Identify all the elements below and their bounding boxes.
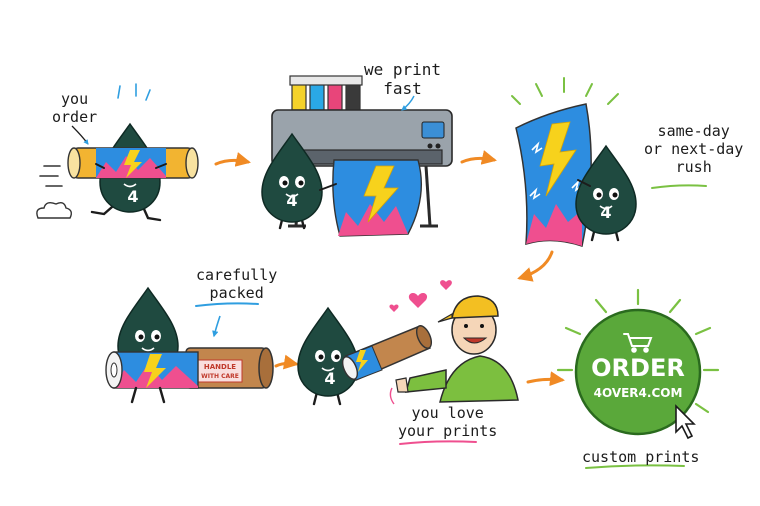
step-pack (105, 287, 274, 404)
hearts (389, 280, 452, 312)
arrow-love-to-order (526, 371, 565, 387)
rush-rays (511, 77, 619, 105)
step-rush: 4 (511, 77, 707, 247)
arrow-rush-to-pack (517, 250, 554, 282)
caption-rush: same-day or next-day rush (644, 122, 744, 176)
step-deliver: 4 (297, 307, 433, 406)
arrow-pack-to-deliver (274, 354, 299, 370)
svg-text:WITH CARE: WITH CARE (201, 373, 239, 380)
rush-poster (515, 103, 592, 247)
arrow-order-to-print (214, 152, 251, 167)
svg-text:HANDLE: HANDLE (204, 363, 236, 371)
ink-cartridges (289, 75, 363, 111)
happy-customer (395, 295, 519, 403)
dust-cloud (36, 201, 73, 219)
yellow-cap (451, 295, 499, 319)
cursor-icon (675, 404, 696, 440)
caption-custom-prints: custom prints (582, 448, 700, 466)
cart-icon (623, 333, 653, 353)
caption-arrow-pack (212, 315, 221, 338)
print-roll-order (67, 147, 199, 179)
order-button-title[interactable]: ORDER (591, 354, 685, 382)
printed-poster (332, 159, 423, 237)
caption-underline-love (399, 440, 477, 445)
caption-we-print-fast: we print fast (364, 60, 442, 98)
caption-arrow-order (71, 125, 89, 145)
mascot-label-rush: 4 (600, 203, 611, 222)
mascot-label-order: 4 (127, 187, 138, 206)
caption-arrow-print (401, 95, 415, 111)
caption-arrow-love (389, 387, 395, 405)
cta-caption-underline (585, 464, 685, 469)
step-print: 4 (261, 75, 453, 237)
print-roll-pack (105, 351, 199, 389)
order-button[interactable] (574, 308, 702, 436)
mascot-label-deliver: 4 (324, 369, 335, 388)
shipping-tube (185, 347, 274, 389)
order-button-site[interactable]: 4OVER4.COM (593, 386, 683, 400)
caption-underline-pack (195, 302, 259, 307)
step-love (389, 280, 519, 445)
delivered-tube (341, 325, 433, 381)
arrow-print-to-rush (460, 150, 497, 165)
step-order: 4 (36, 83, 199, 222)
caption-you-love-your-prints: you love your prints (398, 404, 498, 440)
handle-label-text: HANDLE WITH CARE (201, 363, 239, 380)
caption-underline-rush (651, 184, 707, 189)
cta-rays (556, 288, 720, 414)
motion-lines (39, 165, 63, 187)
caption-carefully-packed: carefully packed (196, 266, 278, 302)
mascot-label-print: 4 (286, 191, 297, 210)
caption-you-order: you order (52, 90, 98, 126)
